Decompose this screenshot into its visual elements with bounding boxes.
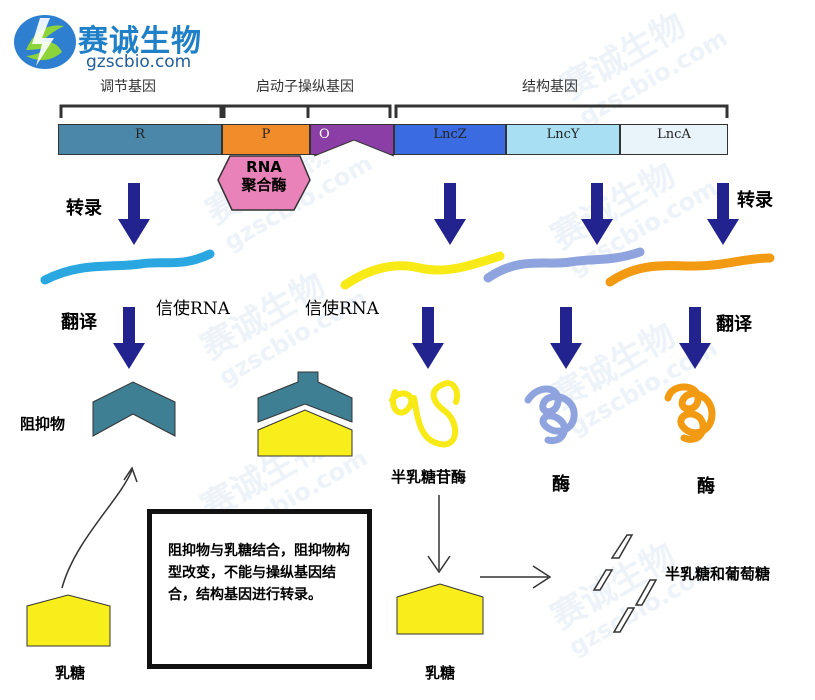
product-triangle (592, 569, 614, 591)
rna-polymerase-label: RNA 聚合酶 (214, 158, 314, 194)
enzyme-label-lacY: 酶 (552, 474, 570, 495)
transcription-arrow-lacA (707, 183, 739, 245)
promoter-segment-P: P (222, 124, 310, 155)
mrna-strand-orange (605, 253, 775, 287)
galactosidase-enzyme (389, 380, 460, 448)
transcription-arrow-lacZ (434, 183, 466, 245)
mrna-label-right: 信使RNA (305, 299, 379, 319)
mrna-label-left: 信使RNA (156, 299, 230, 319)
binding-arrow (61, 469, 133, 589)
repressor-complex-lactose (257, 409, 353, 457)
logo-name: 赛诚生物 (78, 24, 202, 59)
regulator-segment-R: R (58, 124, 222, 155)
regulator-gene-label: 调节基因 (100, 79, 156, 95)
translation-arrow-lacY (550, 307, 582, 369)
logo-url: gzscbio.com (86, 52, 192, 72)
logo-icon (14, 15, 76, 69)
explanation-text: 阻抑物与乳糖结合，阻抑物构型改变，不能与操纵基因结合，结构基因进行转录。 (168, 543, 350, 603)
translation-label-right: 翻译 (716, 314, 752, 335)
lacZ-segment: LncZ (394, 124, 506, 155)
lacA-enzyme (664, 383, 716, 443)
explanation-box: 阻抑物与乳糖结合，阻抑物构型改变，不能与操纵基因结合，结构基因进行转录。 (147, 509, 372, 669)
rna-polymerase-line2: 聚合酶 (241, 176, 287, 194)
translation-arrow-lacA (679, 307, 711, 369)
lactose-label-left: 乳糖 (55, 664, 86, 682)
product-triangle (610, 534, 634, 559)
translation-label-left: 翻译 (61, 312, 97, 333)
lactose-shape-left (26, 594, 111, 647)
promoter-operator-label: 启动子操纵基因 (256, 79, 354, 95)
lacA-segment: LncA (620, 124, 728, 155)
transcription-label-left: 转录 (66, 198, 102, 219)
transcription-label-right: 转录 (737, 190, 773, 211)
lactose-shape-right (396, 583, 484, 635)
transcription-arrow-lacY (581, 183, 613, 245)
galactosidase-label: 半乳糖苷酶 (391, 468, 467, 486)
repressor-label: 阻抑物 (20, 415, 66, 433)
structural-gene-label: 结构基因 (522, 79, 578, 95)
lacY-segment: LncY (506, 124, 620, 155)
mrna-strand-blue (40, 249, 215, 285)
repressor-shape (92, 381, 176, 437)
product-triangle (612, 607, 636, 633)
gene-brackets (59, 104, 729, 118)
products-label: 半乳糖和葡萄糖 (665, 565, 771, 583)
repressor-complex-top (257, 371, 353, 423)
lactose-label-right: 乳糖 (425, 664, 456, 682)
rna-polymerase-line1: RNA (246, 158, 282, 176)
enzyme-label-lacA: 酶 (697, 476, 715, 497)
mrna-strand-yellow (340, 251, 505, 290)
translation-arrow-lacZ (412, 307, 444, 369)
translation-arrow-left (113, 307, 145, 369)
transcription-arrow-left (118, 183, 150, 245)
mrna-strand-lavender (483, 247, 645, 283)
rna-polymerase-shape (217, 155, 311, 211)
product-triangle (634, 579, 658, 606)
lacY-enzyme (524, 385, 578, 445)
operator-notch (313, 139, 395, 160)
